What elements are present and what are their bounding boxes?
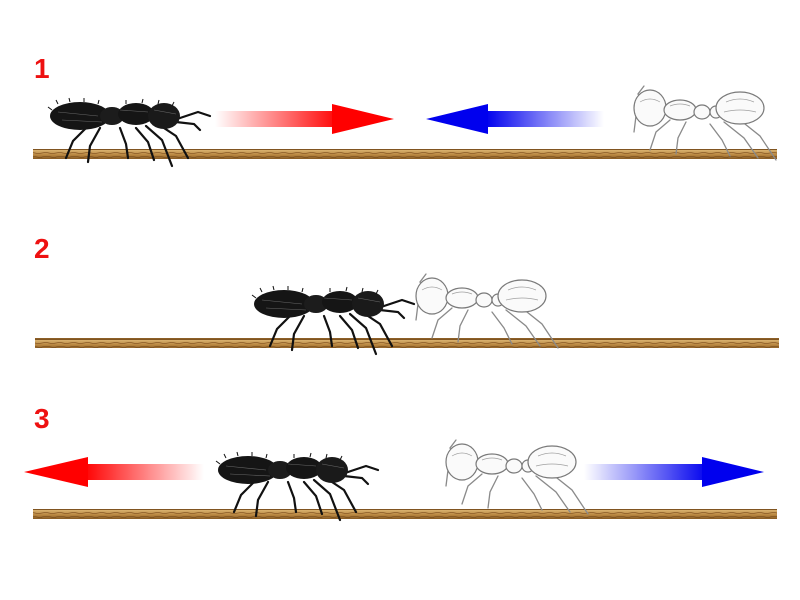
red-arrow-left-3 bbox=[24, 457, 204, 487]
step-2-panel: 2 bbox=[34, 233, 779, 356]
step-number-3: 3 bbox=[34, 403, 50, 434]
step-3-panel: 3 bbox=[24, 403, 777, 522]
blue-arrow-right-3 bbox=[584, 457, 764, 487]
light-ant-2 bbox=[415, 273, 559, 349]
step-1-panel: 1 bbox=[33, 53, 777, 168]
step-number-2: 2 bbox=[34, 233, 50, 264]
plank-1 bbox=[33, 149, 777, 159]
plank-3 bbox=[33, 509, 777, 519]
light-ant-3 bbox=[445, 439, 589, 515]
red-arrow-right-1 bbox=[215, 104, 394, 134]
light-ant-1 bbox=[633, 85, 777, 161]
step-number-1: 1 bbox=[34, 53, 50, 84]
plank-2 bbox=[35, 338, 779, 348]
blue-arrow-left-1 bbox=[426, 104, 604, 134]
